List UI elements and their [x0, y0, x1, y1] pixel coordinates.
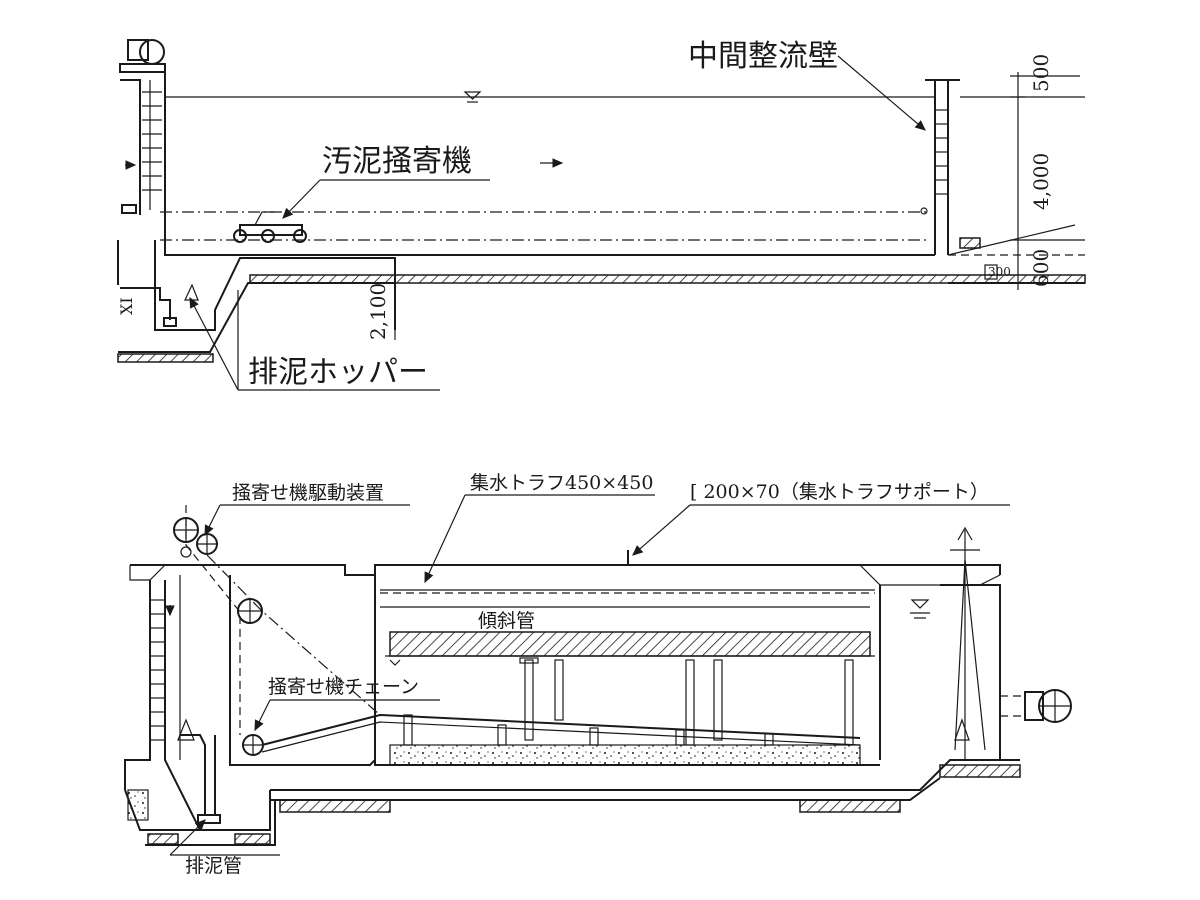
hopper: [117, 240, 1086, 363]
dim-4000-label: 4,000: [1029, 153, 1053, 210]
dimension-2100: 2,100: [366, 258, 396, 340]
side-mark-label: XI: [117, 297, 136, 315]
support-label: [ 200×70（集水トラフサポート）: [690, 481, 989, 503]
top-section: 300 中間整流壁 汚泥掻寄機: [117, 39, 1086, 391]
hopper-label: 排泥ホッパー: [248, 355, 428, 390]
sludge-collector-label: 汚泥掻寄機: [322, 144, 472, 179]
collector-leader: [282, 179, 321, 219]
water-level-icon-2: [910, 599, 930, 619]
drive-leader: [204, 504, 221, 537]
tubes-label: 傾斜管: [478, 610, 535, 632]
motor-icon: [119, 39, 166, 73]
wall-leader: [837, 55, 926, 131]
trough-leader: [424, 494, 466, 584]
dim-500-label: 500: [1029, 54, 1053, 92]
sludge-collector-icon: [233, 211, 307, 243]
water-level-icon: [463, 91, 482, 103]
left-wall: [120, 72, 166, 215]
drive-label: 掻寄せ機駆動装置: [232, 482, 384, 504]
bottom-section: 掻寄せ機駆動装置 集水トラフ450×450 [ 200×70（集水トラフサポート…: [124, 472, 1072, 877]
intermediate-wall: [920, 79, 960, 255]
dim-600-label: 600: [1029, 249, 1053, 287]
support-columns: [403, 657, 854, 746]
trough-label: 集水トラフ450×450: [470, 472, 653, 494]
dimension-set-right: 500 4,000 600: [1010, 54, 1085, 290]
dim-2100-label: 2,100: [366, 283, 390, 340]
inclined-tubes: [389, 631, 871, 657]
drain-pipe-label: 排泥管: [185, 855, 242, 877]
intermediate-wall-label: 中間整流壁: [688, 39, 838, 74]
hopper-leader: [189, 296, 239, 391]
drain-pipe-icon: [177, 718, 221, 824]
chain-sprocket-icon: [237, 598, 264, 756]
support-leader: [632, 504, 691, 556]
drain-leader: [169, 819, 206, 856]
outlet-valve-icon: [950, 526, 1072, 760]
chain-label: 掻寄せ機チェーン: [268, 676, 419, 698]
gravel-bed: [389, 744, 861, 766]
chain-leader: [254, 699, 271, 732]
